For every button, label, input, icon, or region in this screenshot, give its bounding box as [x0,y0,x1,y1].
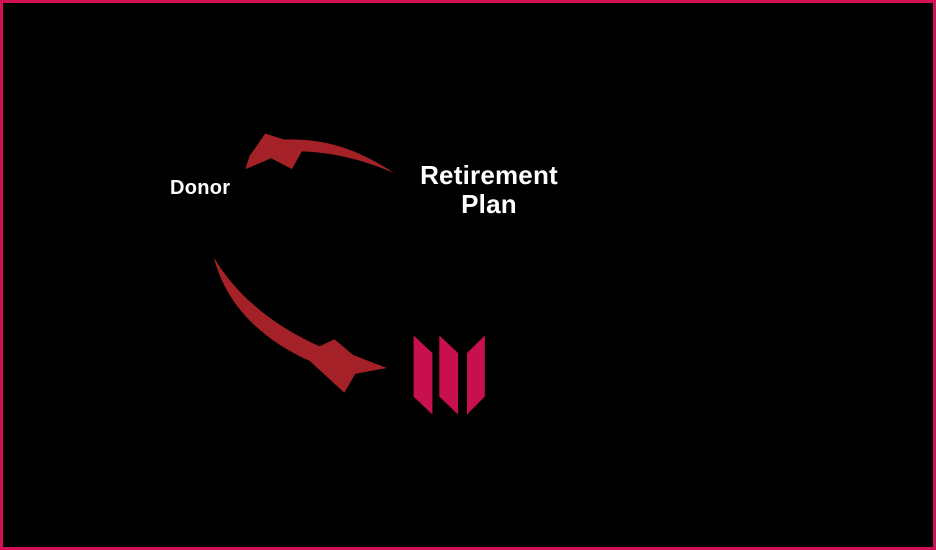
diagram-graphics [213,133,485,415]
logo-bar [413,335,433,415]
retirement-plan-label-line2: Plan [461,189,517,219]
curved-arrow-to-donor-icon [245,133,394,174]
retirement-plan-label-line1: Retirement [420,160,558,190]
donor-node-label: Donor [170,177,231,199]
logo-bar [467,335,485,415]
curved-arrow-to-logo-icon [213,257,387,393]
logo-bar [439,335,459,415]
organization-logo [413,335,485,415]
retirement-plan-node-label: Retirement Plan [379,161,599,219]
